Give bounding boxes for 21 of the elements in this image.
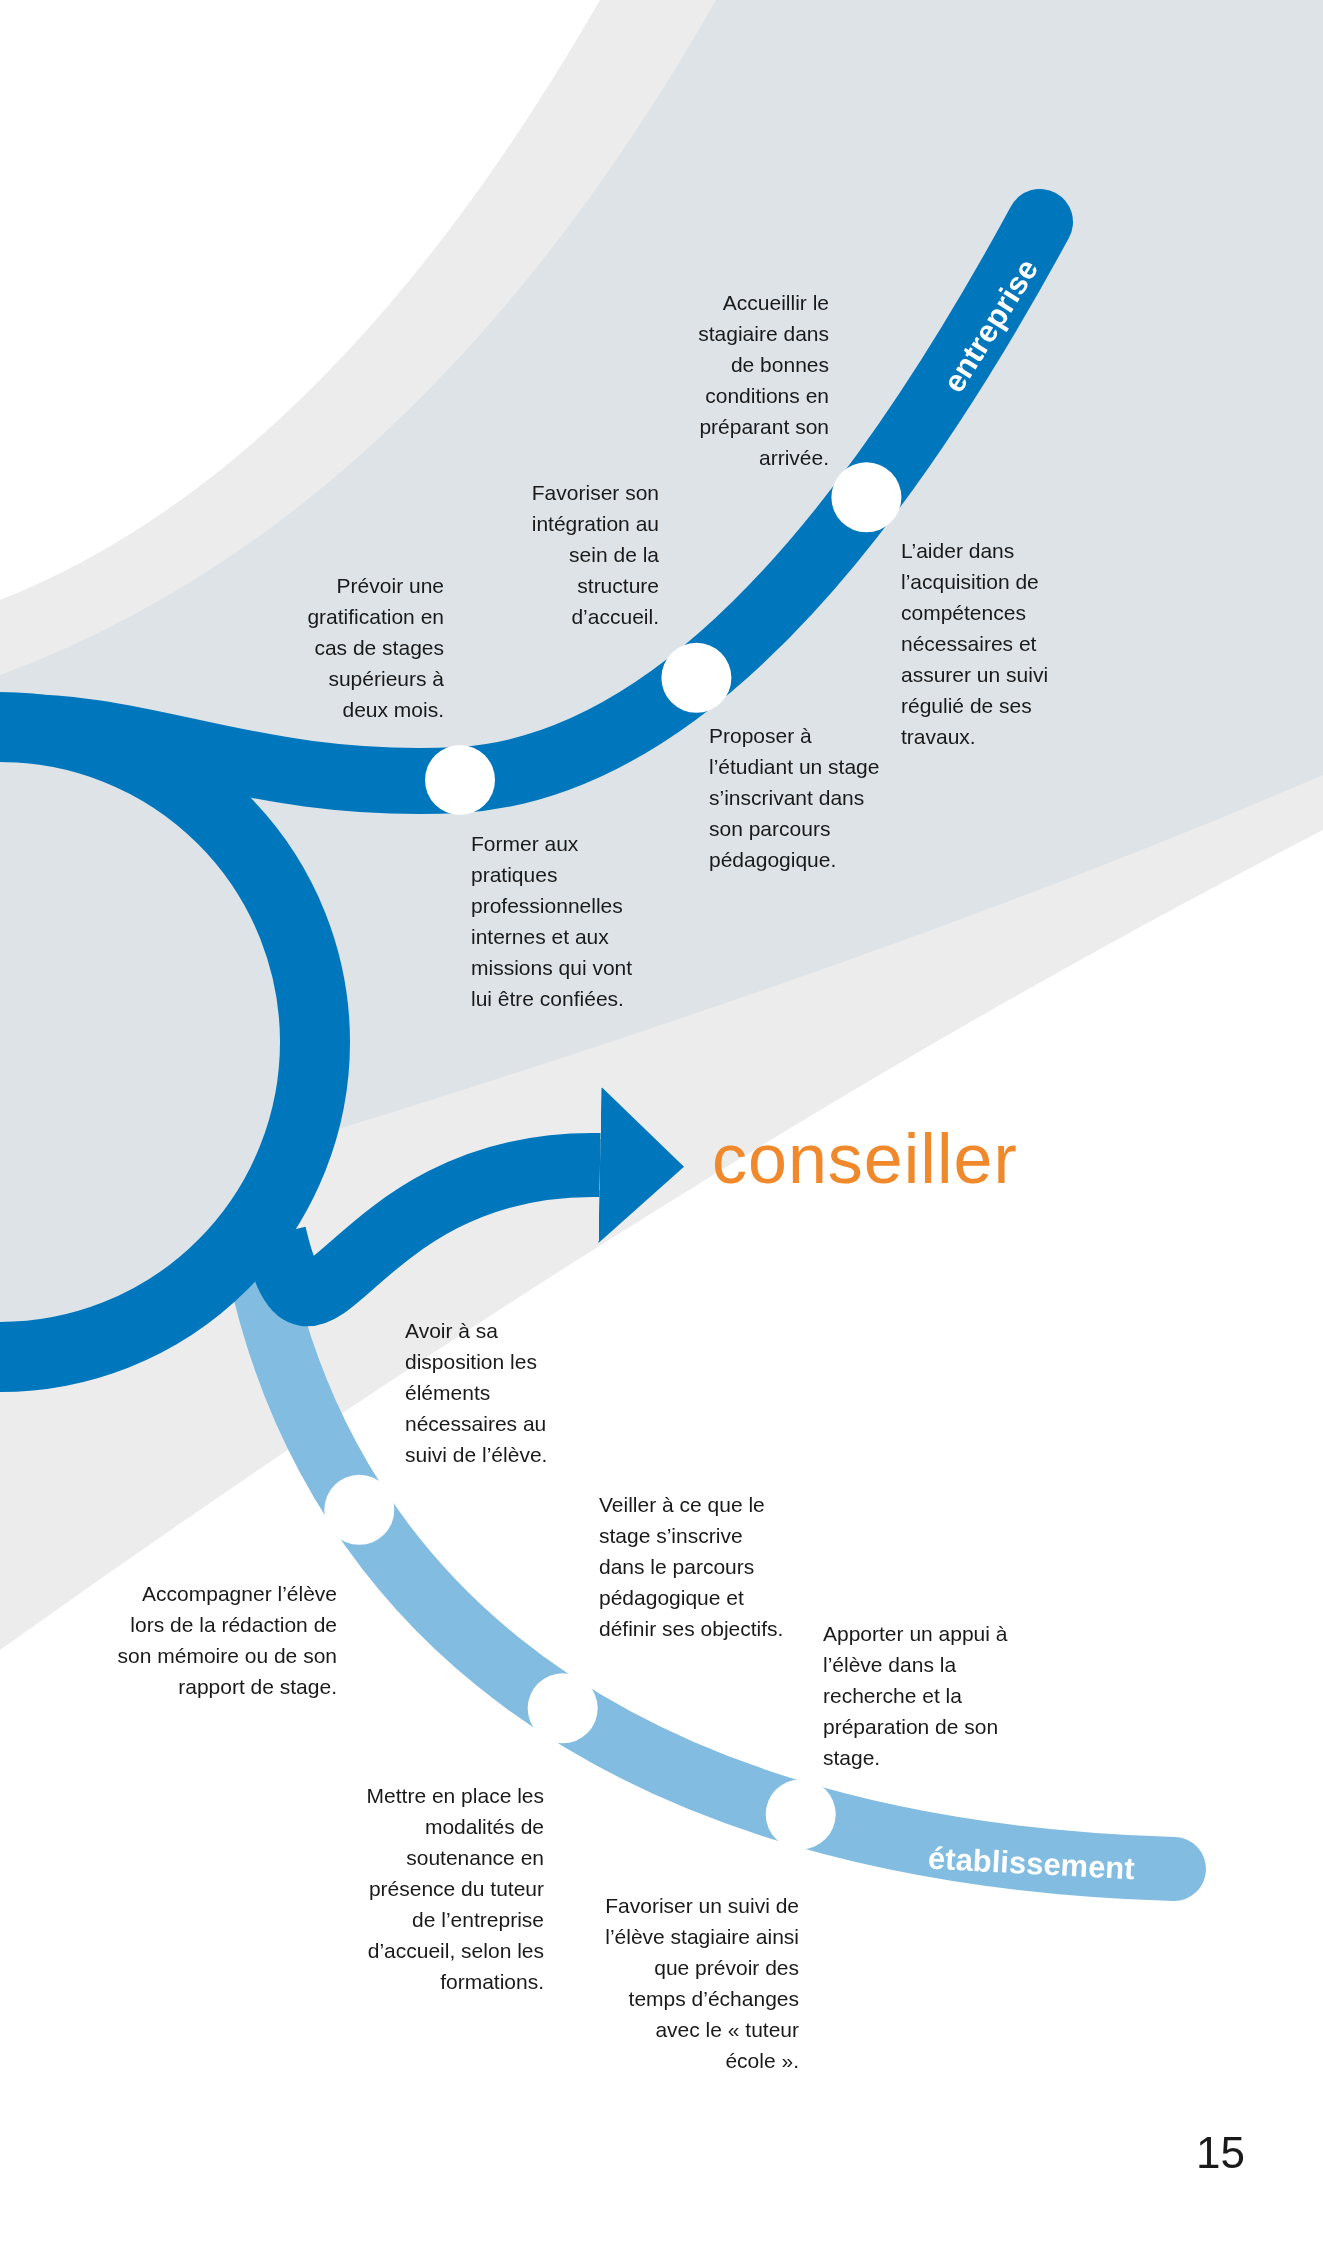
step-description: Favoriser son intégration au sein de la structure d’accueil. xyxy=(530,480,659,630)
milestone-dot xyxy=(661,642,732,713)
step-description: Avoir à sa disposition les éléments nécessaires au suivi de l’élève. xyxy=(405,1318,549,1468)
step-description: Favoriser un suivi de l’élève stagiaire ainsi que prévoir des temps d’échanges avec le « tuteur école ». xyxy=(605,1893,799,2074)
milestone-dot xyxy=(765,1779,836,1850)
step-description: Prévoir une gratification en cas de stages supérieurs à deux mois. xyxy=(306,573,444,723)
milestone-dot xyxy=(425,745,495,815)
milestone-dot xyxy=(831,462,902,533)
milestone-dot xyxy=(324,1474,395,1545)
track-label: établissement xyxy=(926,1840,1136,1888)
step-description: Former aux pratiques professionnelles internes et aux missions qui vont lui être confiées. xyxy=(471,831,634,1012)
step-description: Accompagner l’élève lors de la rédaction de son mémoire ou de son rapport de stage. xyxy=(116,1581,337,1700)
step-description: L’aider dans l’acquisition de compétences nécessaires et assurer un suivi régulié de ses travaux. xyxy=(901,538,1050,750)
milestone-dot xyxy=(527,1673,598,1744)
page-number: 15 xyxy=(1196,2128,1245,2178)
step-description: Mettre en place les modalités de soutenance en présence du tuteur de l’entreprise d’accueil, selon les formations. xyxy=(365,1783,544,1995)
step-description: Apporter un appui à l’élève dans la recherche et la préparation de son stage. xyxy=(823,1621,1009,1771)
role-heading: conseiller xyxy=(712,1118,1018,1200)
step-description: Proposer à l’étudiant un stage s’inscrivant dans son parcours pédagogique. xyxy=(709,723,881,873)
step-description: Veiller à ce que le stage s’inscrive dans le parcours pédagogique et définir ses objectifs. xyxy=(599,1492,785,1642)
step-description: Accueillir le stagiaire dans de bonnes conditions en préparant son arrivée. xyxy=(697,290,829,471)
